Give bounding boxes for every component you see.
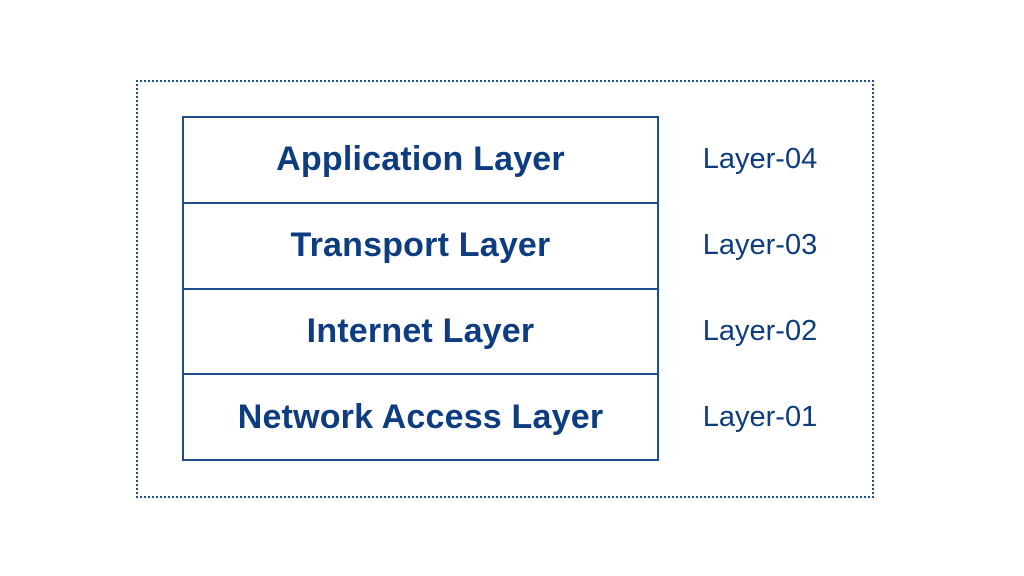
layer-name-network-access: Network Access Layer bbox=[237, 397, 604, 436]
layer-stack: Application Layer Transport Layer Intern… bbox=[182, 116, 659, 461]
layer-box-internet: Internet Layer bbox=[184, 290, 657, 376]
layer-name-application: Application Layer bbox=[276, 140, 565, 179]
dotted-outer-frame bbox=[136, 80, 874, 498]
layer-box-transport: Transport Layer bbox=[184, 204, 657, 290]
layer-label-01: Layer-01 bbox=[702, 401, 818, 434]
layer-label-04: Layer-04 bbox=[702, 142, 818, 175]
layer-label-02: Layer-02 bbox=[702, 315, 818, 348]
layer-labels-column: Layer-04 Layer-03 Layer-02 Layer-01 bbox=[660, 116, 860, 461]
layer-name-transport: Transport Layer bbox=[290, 226, 551, 265]
layer-label-03: Layer-03 bbox=[702, 228, 818, 261]
layer-box-network-access: Network Access Layer bbox=[184, 375, 657, 459]
layer-name-internet: Internet Layer bbox=[306, 311, 535, 350]
layer-box-application: Application Layer bbox=[184, 118, 657, 204]
